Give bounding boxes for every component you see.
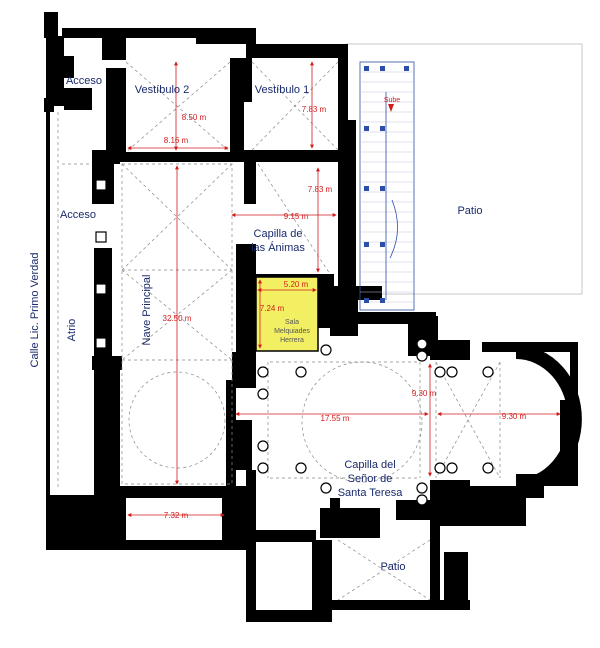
staircase (359, 61, 415, 311)
street-label: Calle Lic. Primo Verdad (29, 253, 41, 368)
patio-bottom-label: Patio (380, 561, 405, 573)
acceso-side-label: Acceso (60, 209, 96, 221)
dimension-lines (127, 61, 561, 517)
capilla-senor-label-2: Señor de (348, 473, 393, 485)
sube-label: Sube (384, 97, 400, 104)
patio-top-label: Patio (457, 205, 482, 217)
dim-17-55: 17.55 m (321, 414, 350, 423)
atrio-label: Atrio (66, 319, 78, 342)
sala-label-2: Melquiades (274, 328, 310, 335)
sala-label-3: Herrera (280, 337, 304, 344)
sala-label-1: Sala (285, 319, 299, 326)
vestibulo-2-label: Vestíbulo 2 (135, 84, 189, 96)
dim-7-24: 7.24 m (260, 304, 285, 313)
dim-7-83-b: 7.83 m (308, 185, 333, 194)
dim-9-15: 9.15 m (284, 212, 309, 221)
capilla-senor-label-3: Santa Teresa (338, 487, 404, 499)
capilla-animas-label-1: Capilla de (254, 228, 303, 240)
dim-9-30-b: 9.30 m (502, 412, 527, 421)
nave-principal-label: Nave Principal (141, 275, 153, 346)
dim-32-50: 32.50 m (163, 314, 192, 323)
dim-7-83-a: 7.83 m (302, 105, 327, 114)
apse-wall (515, 345, 582, 493)
column-bases (95, 179, 494, 506)
dim-8-16: 8.16 m (164, 136, 189, 145)
dim-5-20: 5.20 m (284, 280, 309, 289)
capilla-senor-label-1: Capilla del (344, 459, 395, 471)
dim-8-50: 8.50 m (182, 113, 207, 122)
vestibulo-1-label: Vestíbulo 1 (255, 84, 309, 96)
acceso-top-label: Acceso (66, 75, 102, 87)
dim-7-32: 7.32 m (164, 511, 189, 520)
capilla-animas-label-2: las Ánimas (251, 241, 305, 254)
patio-top-area (345, 43, 583, 295)
dim-9-30-a: 9.30 m (412, 389, 437, 398)
